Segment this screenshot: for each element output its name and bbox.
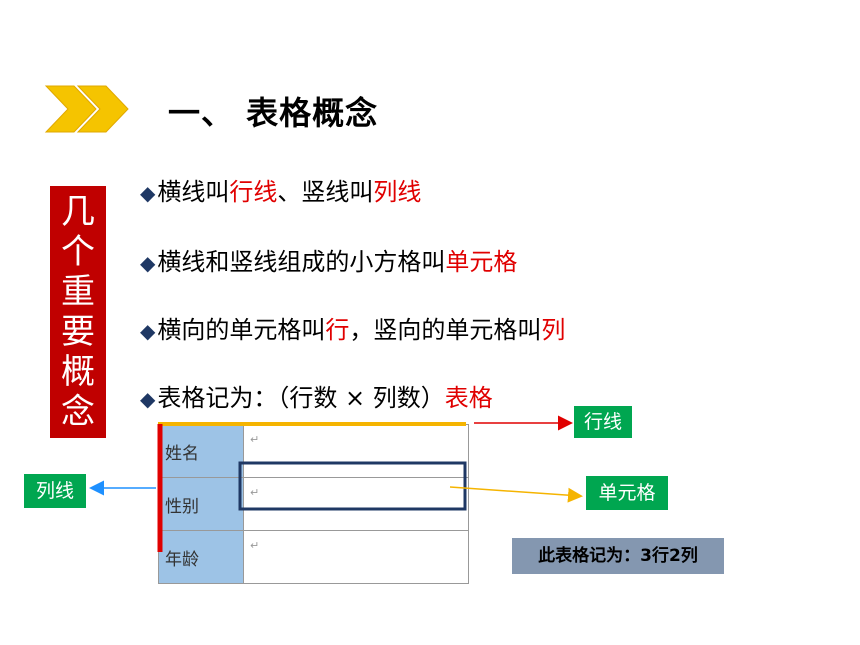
page-title: 一、 表格概念	[168, 94, 379, 132]
side-label-char: 要	[61, 312, 95, 352]
side-label-char: 概	[61, 352, 95, 392]
cell-arrow	[449, 486, 583, 503]
table-value-cell: ↵	[243, 530, 469, 584]
bullet-text: 横线和竖线组成的小方格叫	[157, 248, 446, 276]
bullet-highlight: 单元格	[445, 248, 518, 276]
bullet-highlight: 列线	[373, 178, 422, 206]
cell-label: 单元格	[586, 476, 668, 510]
bullet-highlight: 列	[541, 316, 566, 344]
diamond-bullet-icon: ◆	[140, 181, 156, 205]
side-label-char: 念	[61, 392, 95, 432]
table-header-cell: 姓名	[158, 424, 244, 478]
side-label-char: 个	[61, 232, 95, 272]
row-line-label: 行线	[574, 406, 632, 438]
double-chevron-icon	[44, 85, 129, 133]
table-header-cell: 年龄	[158, 530, 244, 584]
bullet-text: 横线叫	[157, 178, 230, 206]
demo-table: 姓名 ↵ 性别 ↵ 年龄 ↵	[158, 424, 469, 584]
table-row: 年龄 ↵	[158, 530, 469, 584]
bullet-highlight: 行	[325, 316, 350, 344]
side-label-box: 几 个 重 要 概 念	[50, 186, 106, 438]
table-value-cell: ↵	[243, 477, 469, 531]
table-notation-note: 此表格记为：3行2列	[512, 538, 724, 574]
bullet-text: ，竖向的单元格叫	[349, 316, 542, 344]
bullet-row-col: ◆横向的单元格叫行，竖向的单元格叫列	[140, 310, 565, 345]
bullet-text: 、竖线叫	[277, 178, 374, 206]
bullet-notation: ◆表格记为：（行数 × 列数）表格	[140, 378, 493, 413]
bullet-highlight: 行线	[229, 178, 278, 206]
table-header-cell: 性别	[158, 477, 244, 531]
side-label-char: 几	[61, 192, 95, 232]
diamond-bullet-icon: ◆	[140, 251, 156, 275]
table-row: 性别 ↵	[158, 477, 469, 531]
diamond-bullet-icon: ◆	[140, 319, 156, 343]
diamond-bullet-icon: ◆	[140, 387, 156, 411]
bullet-highlight: 表格	[444, 384, 493, 412]
side-label-char: 重	[61, 272, 95, 312]
bullet-text: 横向的单元格叫	[157, 316, 326, 344]
col-line-label: 列线	[24, 474, 86, 508]
bullet-cell: ◆横线和竖线组成的小方格叫单元格	[140, 242, 517, 277]
bullet-row-lines: ◆横线叫行线、竖线叫列线	[140, 172, 421, 207]
highlighted-cell	[238, 461, 467, 511]
bullet-text: 表格记为：（行数 × 列数）	[157, 384, 445, 412]
